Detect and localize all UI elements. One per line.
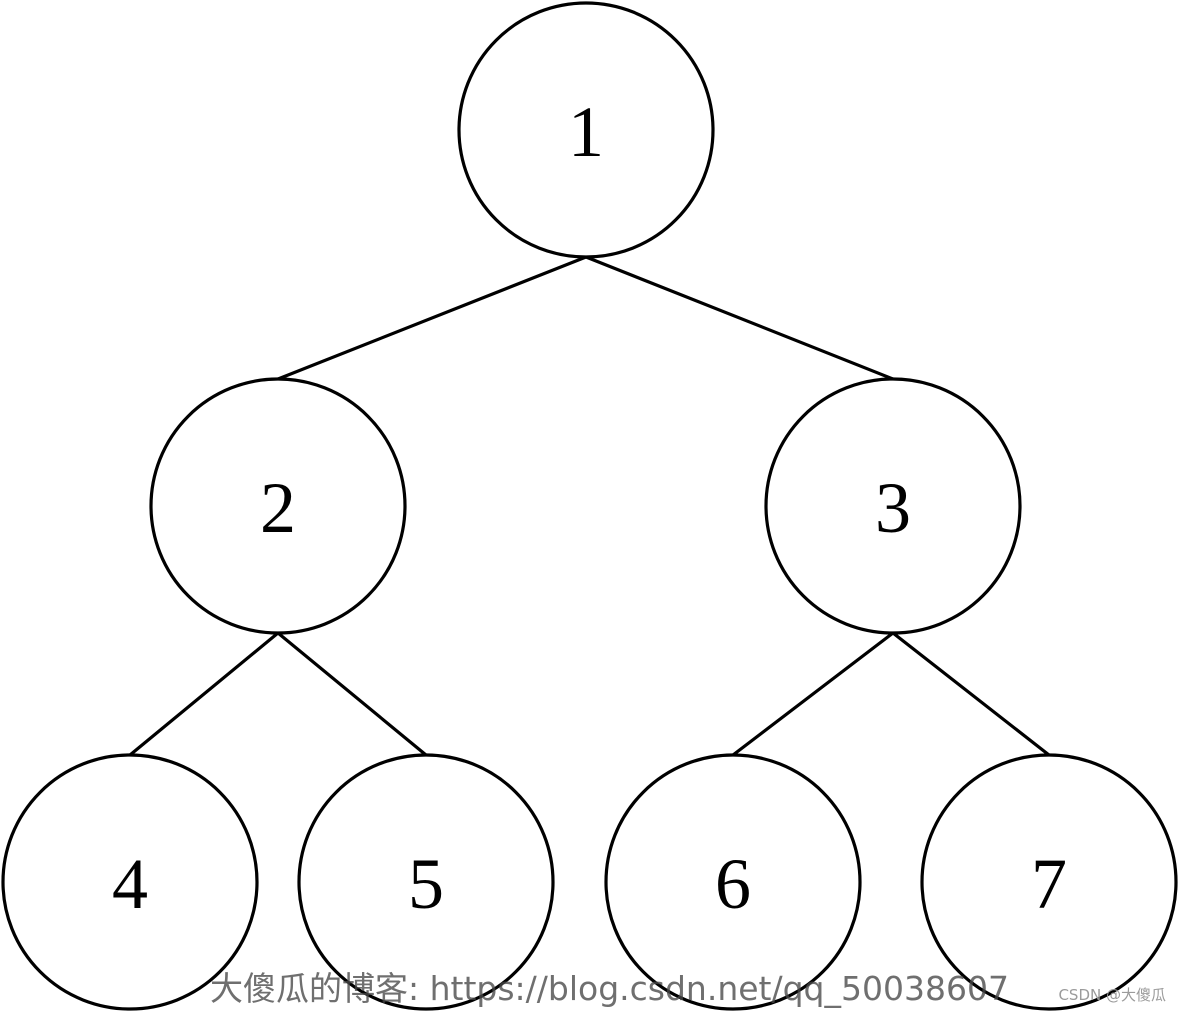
edge-3-6 [731,631,895,757]
tree-node-2: 2 [149,377,407,635]
tree-node-5: 5 [297,753,555,1011]
node-circle-2 [149,377,407,635]
node-label-3: 3 [875,468,911,548]
edge-1-2 [276,255,588,381]
tree-node-6: 6 [604,753,862,1011]
node-circle-5 [297,753,555,1011]
watermark-blog-url: 大傻瓜的博客: https://blog.csdn.net/qq_5003860… [210,969,1009,1008]
node-circle-4 [1,753,259,1011]
node-circle-7 [920,753,1178,1011]
tree-node-3: 3 [764,377,1022,635]
node-label-4: 4 [112,844,148,924]
node-circle-3 [764,377,1022,635]
edge-2-5 [276,631,428,757]
edge-1-3 [584,255,895,381]
edge-2-4 [128,631,280,757]
node-label-6: 6 [715,844,751,924]
edge-3-7 [891,631,1051,757]
node-circle-6 [604,753,862,1011]
tree-node-7: 7 [920,753,1178,1011]
node-label-5: 5 [408,844,444,924]
node-label-7: 7 [1031,844,1067,924]
node-label-1: 1 [568,92,604,172]
tree-node-1: 1 [457,1,715,259]
node-circle-1 [457,1,715,259]
watermark-csdn-author: CSDN @大傻瓜 [1058,986,1166,1004]
edges-layer [128,255,1051,757]
node-label-2: 2 [260,468,296,548]
tree-node-4: 4 [1,753,259,1011]
